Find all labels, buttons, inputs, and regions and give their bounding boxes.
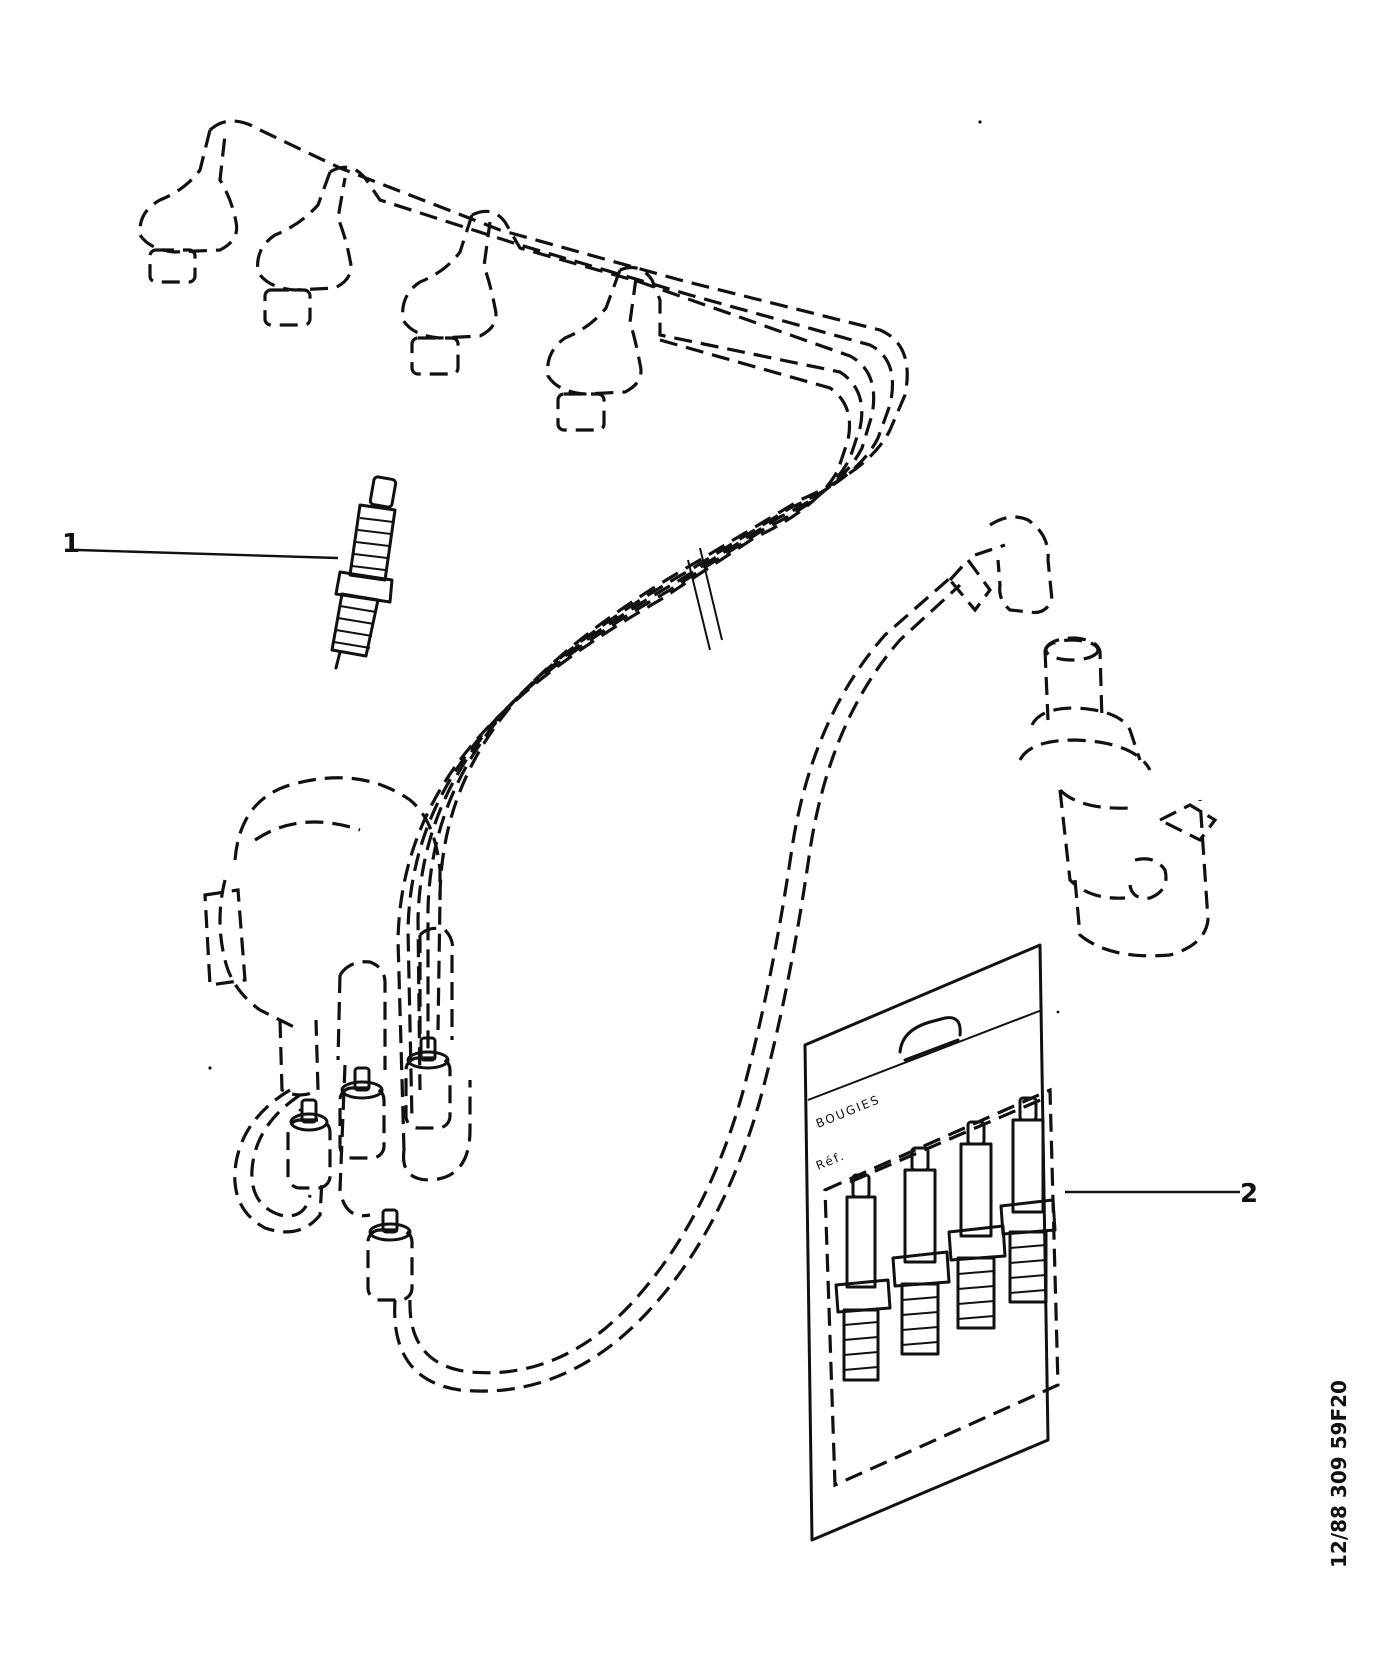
coil-ht-lead: [393, 515, 1054, 1393]
pack-plug-3: [947, 1120, 1007, 1330]
callout-1: 1: [62, 529, 339, 560]
lead-terminal-c: [404, 1036, 452, 1130]
plug-boot-cap-4: [546, 269, 643, 432]
pack-plug-4: [999, 1096, 1057, 1304]
plug-boot-cap-1: [138, 129, 239, 284]
plug-boot-cap-3: [401, 214, 498, 376]
distributor-cap: [203, 776, 455, 1234]
spark-plug-lead-harness: [208, 119, 909, 1182]
pack-plug-2: [891, 1146, 951, 1356]
pack-plug-1: [834, 1173, 892, 1382]
plug-boot-cap-2: [256, 171, 353, 327]
spark-plug-pack: BOUGIES Réf.: [803, 943, 1060, 1542]
spark-plug: [330, 475, 398, 670]
callout-2-number: 2: [1240, 1179, 1258, 1209]
drawing-reference-code: 12/88 309 59F20: [1327, 1380, 1351, 1568]
pack-brand-text: BOUGIES: [814, 1092, 883, 1131]
lead-terminal-b: [338, 1066, 386, 1160]
ignition-coil: [1018, 636, 1218, 958]
lead-terminal-d: [366, 1208, 414, 1302]
lead-terminal-a: [286, 1098, 332, 1190]
pack-ref-text: Réf.: [814, 1148, 847, 1172]
callout-2: 2: [1065, 1179, 1258, 1209]
callout-1-number: 1: [62, 529, 80, 559]
